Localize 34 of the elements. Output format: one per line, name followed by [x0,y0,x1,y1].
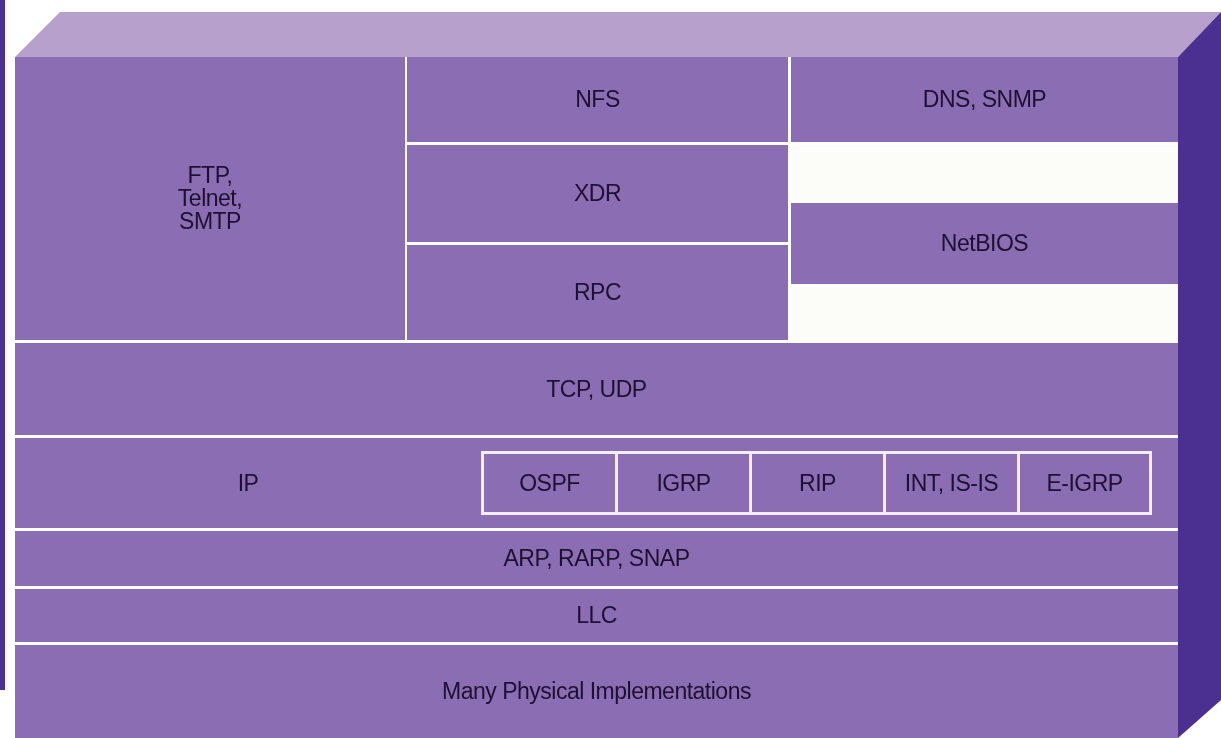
protocol-box [791,203,1178,284]
blank-box [791,145,1178,200]
protocol-label: IP [237,471,259,495]
protocol-label: IGRP [656,471,711,495]
protocol-label: RIP [799,471,836,495]
protocol-label: E-IGRP [1046,471,1123,495]
protocol-box [15,343,1178,435]
protocol-label: NFS [575,88,620,111]
protocol-label: INT, IS-IS [904,471,999,495]
protocol-label: FTP, Telnet, SMTP [176,164,244,233]
protocol-box [15,589,1178,642]
protocol-label: RPC [573,281,622,304]
protocol-label: DNS, SNMP [922,88,1047,111]
protocol-label: Many Physical Implementations [442,680,751,703]
protocol-label: LLC [576,604,617,627]
blank-box [791,287,1178,340]
protocol-box [749,451,886,515]
protocol-box [407,245,788,340]
protocol-label: OSPF [519,471,580,495]
protocol-label: TCP, UDP [546,377,647,401]
protocol-box [407,145,788,242]
protocol-box [15,645,1178,738]
layer-band [15,438,1178,528]
protocol-box [1017,451,1152,515]
protocol-box [481,451,618,515]
protocol-box [15,57,405,340]
protocol-box [791,57,1178,142]
protocol-label: ARP, RARP, SNAP [503,547,690,570]
protocol-box [407,57,788,142]
protocol-label: XDR [573,182,622,205]
protocol-box [615,451,752,515]
protocol-box [883,451,1020,515]
protocol-box [15,531,1178,586]
protocol-label: NetBIOS [940,232,1029,255]
